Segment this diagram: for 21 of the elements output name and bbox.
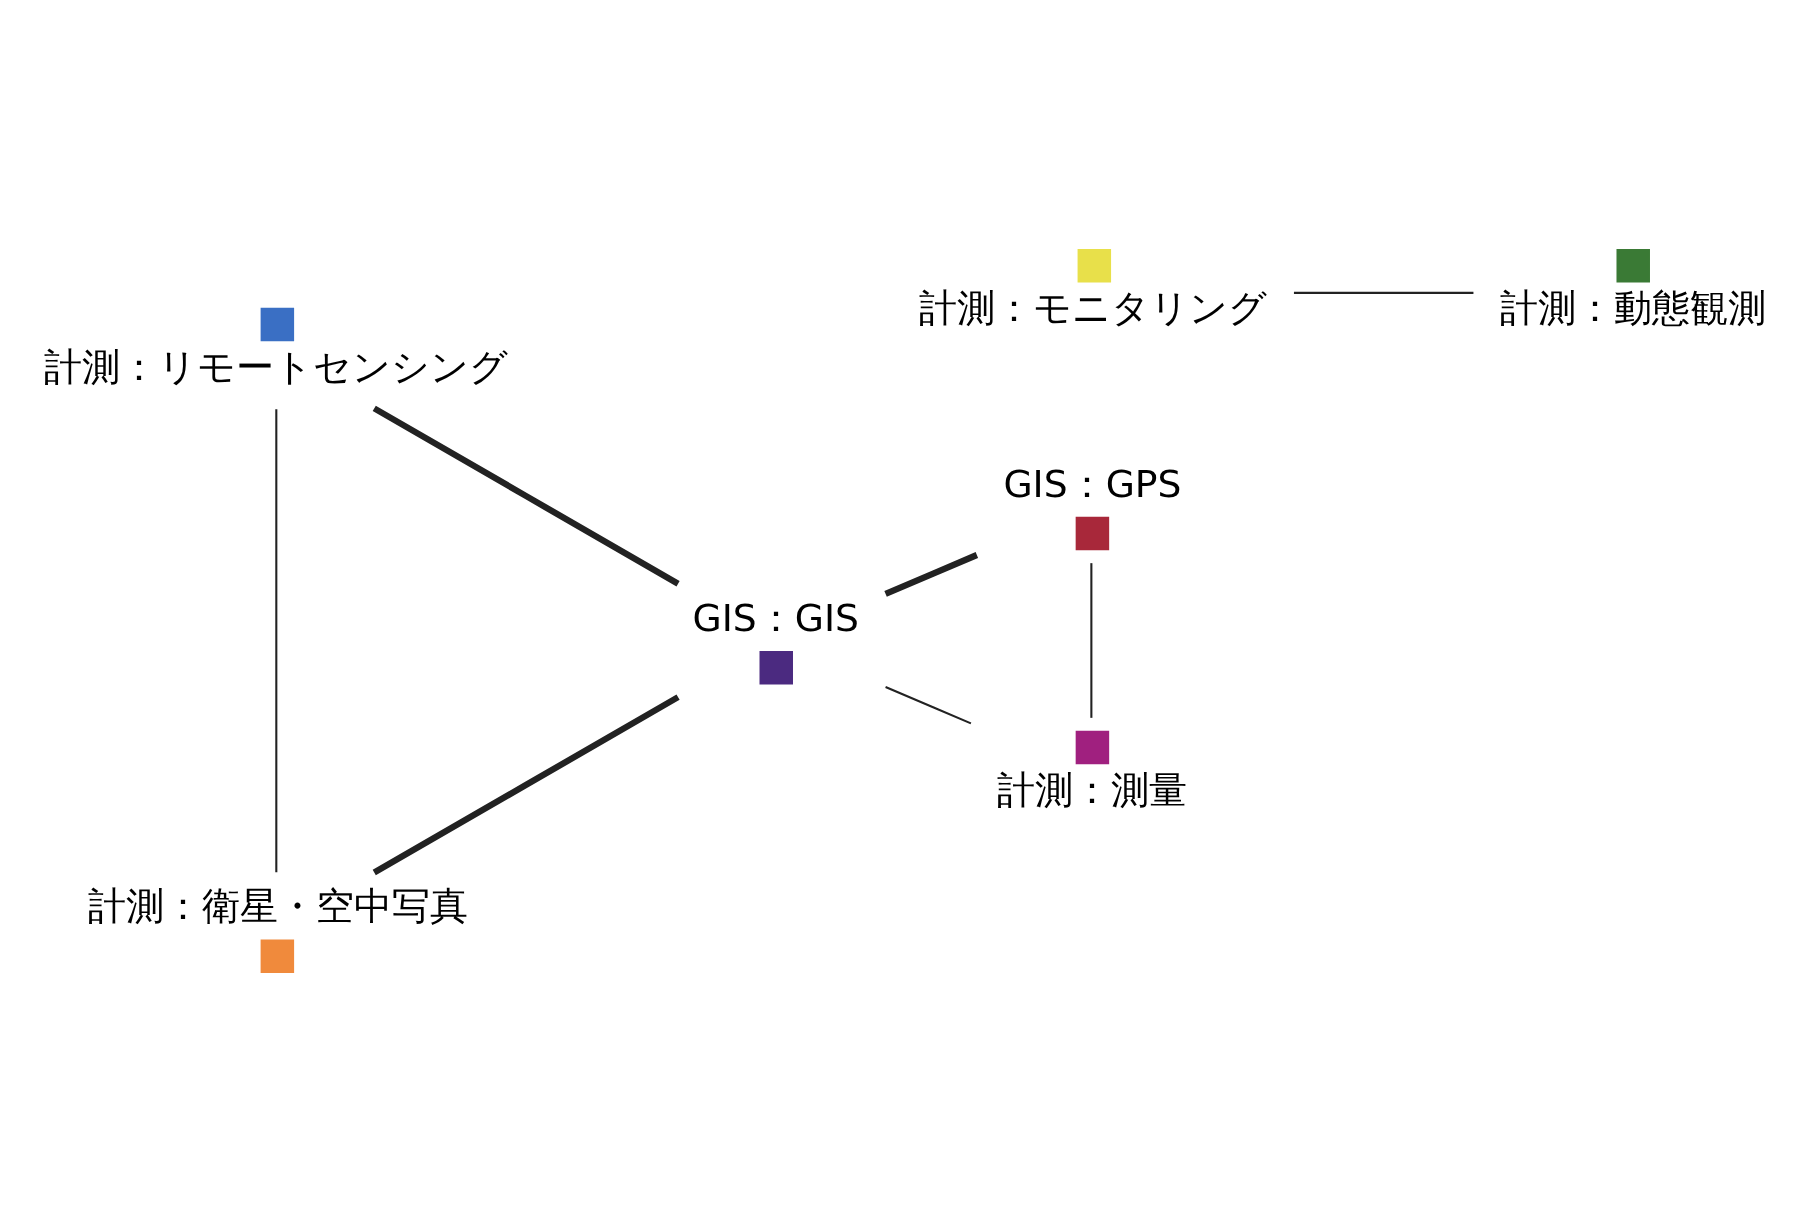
node-box	[1075, 516, 1109, 550]
connector	[884, 685, 971, 724]
connector	[1293, 291, 1473, 294]
node-label: GIS：GPS	[1002, 461, 1181, 506]
connector	[883, 551, 978, 597]
connector	[372, 405, 680, 586]
node-label: 計測：リモートセンシング	[43, 344, 508, 389]
connector	[274, 408, 277, 872]
node-label: 計測：動態観測	[1499, 285, 1766, 330]
node-box	[260, 307, 294, 341]
connector	[1089, 562, 1092, 718]
node-label: 計測：モニタリング	[918, 285, 1267, 330]
node-box	[260, 939, 294, 973]
node-box	[1616, 248, 1650, 282]
node-label: 計測：測量	[996, 767, 1187, 812]
node-box	[759, 650, 793, 684]
node-box	[1077, 248, 1111, 282]
node-box	[1075, 730, 1109, 764]
node-label: GIS：GIS	[691, 595, 859, 640]
connector	[372, 693, 680, 875]
node-label: 計測：衛星・空中写真	[87, 883, 468, 928]
